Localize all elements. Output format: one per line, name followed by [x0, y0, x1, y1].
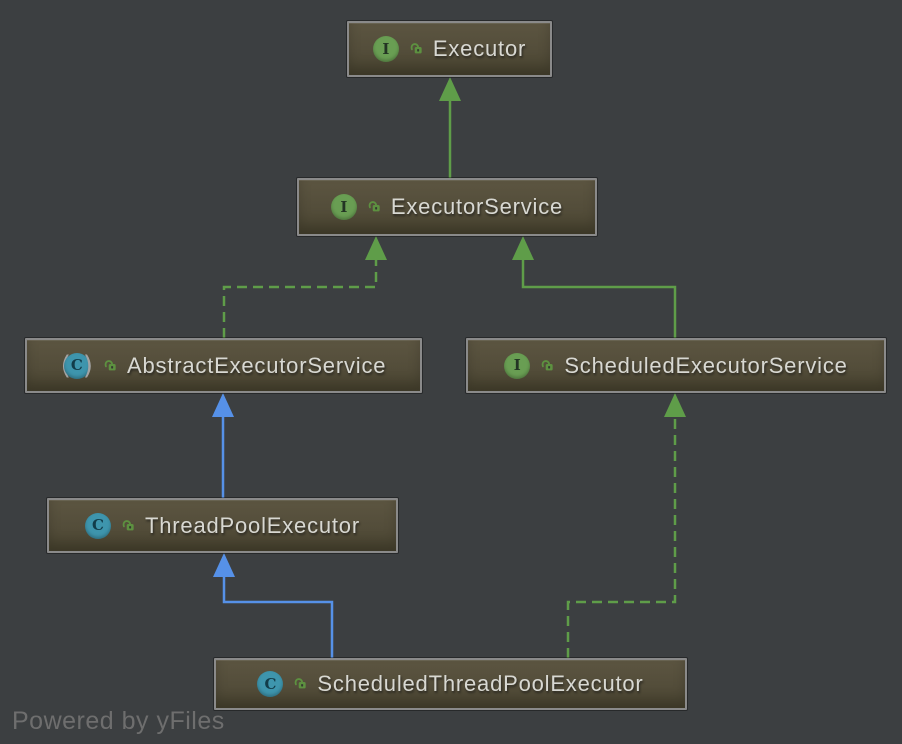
- node-label: ExecutorService: [390, 194, 564, 219]
- node-thread-pool-executor[interactable]: C ThreadPoolExecutor: [47, 498, 398, 553]
- public-lock-icon: [121, 518, 136, 534]
- node-label: ScheduledThreadPoolExecutor: [317, 671, 644, 696]
- node-label: AbstractExecutorService: [127, 352, 387, 378]
- node-abstract-executor-service[interactable]: (C) AbstractExecutorService: [25, 338, 422, 393]
- node-label: ThreadPoolExecutor: [145, 512, 360, 538]
- class-icon: C: [257, 671, 284, 697]
- abstract-class-icon: (C): [61, 350, 94, 381]
- yfiles-watermark: Powered by yFiles: [12, 707, 225, 735]
- interface-icon: I: [330, 194, 357, 220]
- node-executor-service[interactable]: I ExecutorService: [297, 178, 597, 236]
- public-lock-icon: [540, 358, 555, 374]
- public-lock-icon: [409, 41, 424, 57]
- node-label: Executor: [432, 36, 527, 61]
- node-label: ScheduledExecutorService: [564, 352, 848, 378]
- interface-icon: I: [504, 352, 531, 379]
- node-scheduled-executor-service[interactable]: I ScheduledExecutorService: [466, 338, 886, 393]
- public-lock-icon: [367, 199, 382, 215]
- public-lock-icon: [293, 676, 308, 692]
- public-lock-icon: [103, 358, 118, 374]
- interface-icon: I: [372, 36, 399, 62]
- node-scheduled-thread-pool-executor[interactable]: C ScheduledThreadPoolExecutor: [214, 658, 687, 710]
- class-icon: C: [85, 512, 112, 539]
- node-executor[interactable]: I Executor: [347, 21, 552, 77]
- abstract-paren-close: ): [82, 350, 94, 381]
